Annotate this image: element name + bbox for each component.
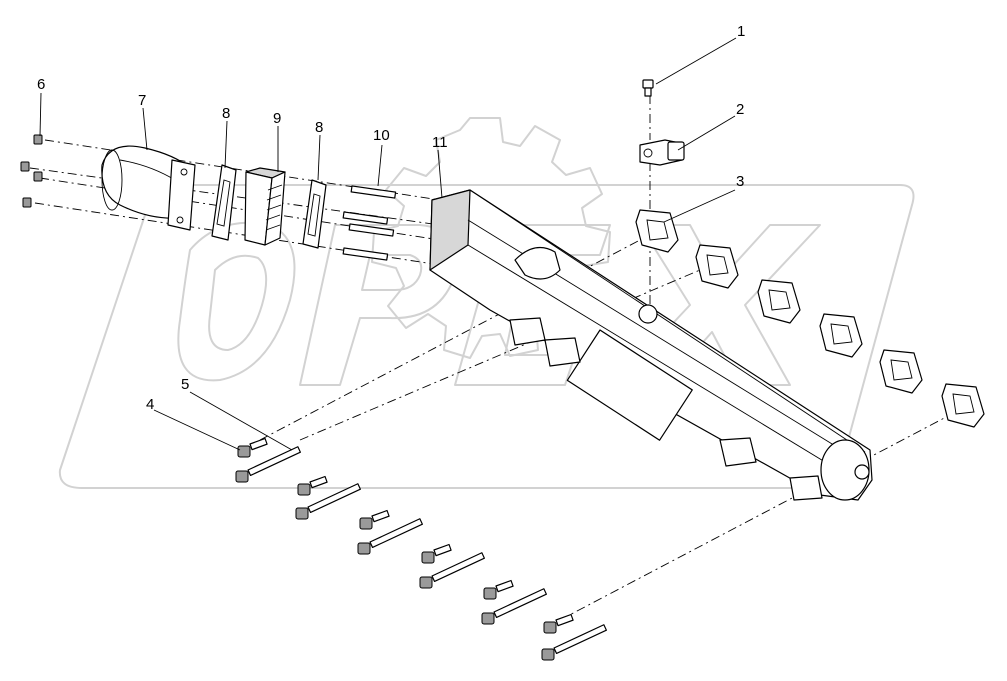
- bolts: [235, 437, 607, 661]
- bolt-short-3: [359, 509, 390, 530]
- bolt-short-1: [237, 437, 268, 458]
- sensor-screw: [642, 79, 654, 97]
- callout-10: 10: [373, 127, 390, 144]
- manifold-boss: [514, 246, 561, 280]
- bolt-long-1: [235, 446, 301, 483]
- bolt-short-5: [483, 579, 514, 600]
- callout-11: 11: [432, 134, 448, 151]
- callout-8a: 8: [222, 105, 230, 122]
- bolt-long-3: [357, 518, 423, 555]
- callout-1: 1: [737, 23, 745, 40]
- manifold-port-4: [789, 475, 823, 501]
- manifold-gasket-3: [757, 279, 801, 324]
- callout-7: 7: [138, 92, 146, 109]
- manifold-gasket-2: [695, 244, 739, 289]
- manifold-port-3: [719, 437, 757, 467]
- bolt-short-4: [421, 543, 452, 564]
- bolt-long-2: [295, 483, 361, 520]
- manifold-gasket-6: [941, 383, 985, 428]
- manifold-gasket-4: [819, 313, 863, 358]
- exhaust-manifold: [429, 189, 873, 501]
- callout-5: 5: [181, 376, 189, 393]
- gasket-right: [302, 179, 327, 249]
- bolt-long-5: [481, 588, 547, 625]
- bolt-long-6: [541, 624, 607, 661]
- flange-block: [244, 167, 286, 246]
- gasket-left: [211, 164, 237, 241]
- bolt-short-2: [297, 475, 328, 496]
- intake-elbow: [101, 145, 196, 231]
- callout-labels: 1 2 3 4 5 6 7 8 9 8 10 11: [37, 23, 745, 413]
- studs: [342, 185, 397, 261]
- sensor: [639, 139, 685, 166]
- manifold-end-plug: [854, 464, 870, 480]
- manifold-port-2: [544, 337, 581, 367]
- manifold-gasket-1: [635, 209, 679, 253]
- bolt-long-4: [419, 552, 485, 589]
- callout-8b: 8: [315, 119, 323, 136]
- sensor-port-boss: [638, 304, 658, 324]
- leader-lines: [39, 37, 737, 451]
- bolt-short-6: [543, 613, 574, 634]
- callout-9: 9: [273, 110, 281, 127]
- callout-6: 6: [37, 76, 45, 93]
- manifold-port-1: [509, 317, 546, 346]
- callout-3: 3: [736, 173, 744, 190]
- callout-2: 2: [736, 101, 744, 118]
- elbow-flange: [167, 159, 196, 231]
- nuts: [20, 134, 43, 208]
- callout-4: 4: [146, 396, 154, 413]
- manifold-heat-shield: [566, 329, 693, 441]
- manifold-gaskets: [635, 209, 985, 428]
- manifold-gasket-5: [879, 349, 923, 394]
